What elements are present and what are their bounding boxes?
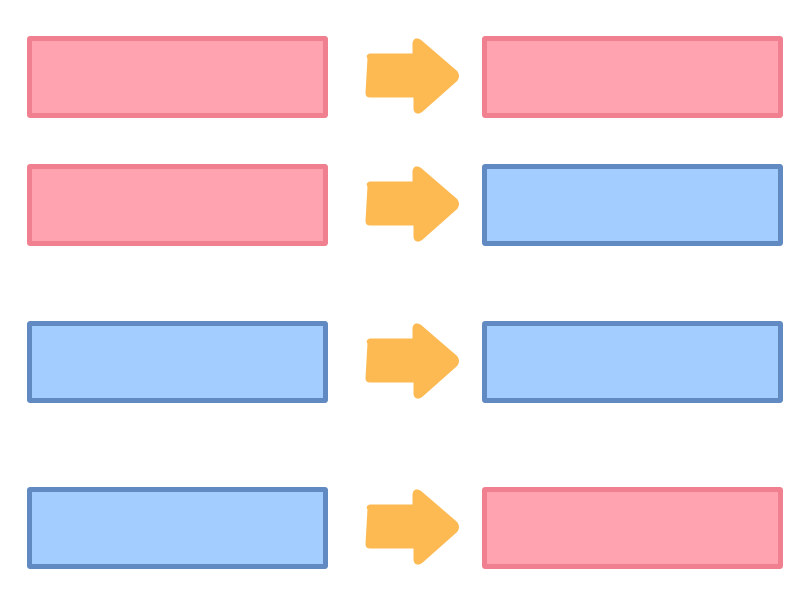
source-box-blue <box>27 321 328 403</box>
source-box-pink <box>27 36 328 118</box>
target-box-pink <box>482 36 783 118</box>
source-box-blue <box>27 487 328 569</box>
arrow-right-icon <box>365 323 459 399</box>
target-box-blue <box>482 321 783 403</box>
arrow-right-icon <box>365 166 459 242</box>
arrow-right-icon <box>365 489 459 565</box>
arrow-right-icon <box>365 38 459 114</box>
target-box-blue <box>482 164 783 246</box>
target-box-pink <box>482 487 783 569</box>
source-box-pink <box>27 164 328 246</box>
